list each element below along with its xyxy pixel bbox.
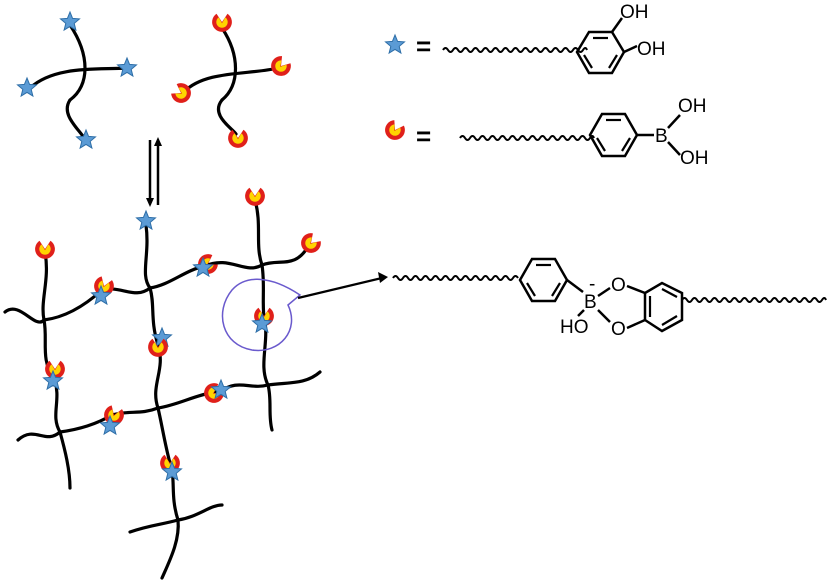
oh-label: OH <box>678 96 707 117</box>
wavy-linker <box>459 135 595 141</box>
oxygen-label: O <box>611 319 626 340</box>
pacman-icon <box>35 240 55 259</box>
star-monomer-catechol <box>28 23 128 140</box>
pacman-icon <box>381 117 408 144</box>
oh-label: OH <box>637 39 666 60</box>
boron-label: B <box>584 292 597 313</box>
star-icon <box>117 57 137 77</box>
pacman-icon <box>228 129 248 148</box>
oh-label: OH <box>620 2 649 23</box>
equals-sign: = <box>416 121 431 151</box>
boron-label: B <box>655 126 668 147</box>
wavy-linker <box>681 297 827 303</box>
highlight-loop <box>221 278 302 352</box>
pacman-icon <box>267 53 294 80</box>
star-monomer-boronic <box>182 26 280 136</box>
boronic-acid-structure: B OH OH <box>459 96 709 169</box>
oh-label: OH <box>680 148 709 169</box>
boron-charge: - <box>589 274 595 295</box>
equals-sign: = <box>416 31 431 61</box>
boronate-ester-structure: B - HO O O <box>392 257 827 340</box>
wavy-linker <box>442 47 588 53</box>
wavy-linker <box>392 275 519 281</box>
star-icon <box>385 34 405 54</box>
pacman-icon <box>168 80 195 107</box>
oxygen-label: O <box>611 275 626 296</box>
pacman-icon <box>296 230 324 258</box>
benzene-ring <box>643 281 684 333</box>
star-icon <box>17 77 37 97</box>
arrow-to-ester <box>297 272 388 300</box>
polymer-network <box>3 198 322 580</box>
equilibrium-arrows <box>146 137 162 207</box>
hydroxyl-label: HO <box>560 317 589 338</box>
catechol-structure: OH OH <box>442 2 666 75</box>
pacman-icon <box>245 187 265 206</box>
pacman-icon <box>212 13 232 32</box>
